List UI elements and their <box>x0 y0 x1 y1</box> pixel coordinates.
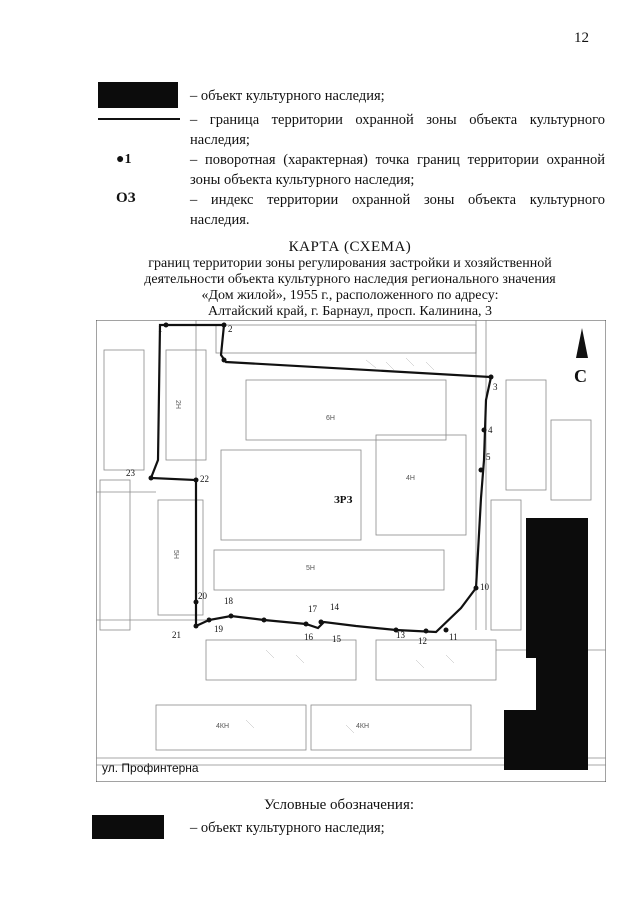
point-label: 3 <box>493 382 498 392</box>
building-label: 5Н <box>172 550 179 559</box>
legend-item-boundary: – граница территории охранной зоны объек… <box>90 110 610 150</box>
map-canvas: 1 2 3 4 5 10 11 12 13 14 15 16 17 18 19 … <box>96 320 606 782</box>
building-label: 4КН <box>216 723 229 730</box>
map-subtitle-line: «Дом жилой», 1955 г., расположенного по … <box>201 288 499 303</box>
legend-item-heritage: – объект культурного наследия; <box>90 80 610 120</box>
point-label: 12 <box>418 636 427 646</box>
point-label: 4 <box>488 425 493 435</box>
point-label: 20 <box>198 591 208 601</box>
point-label: 18 <box>224 596 234 606</box>
legend-bottom-item: – объект культурного наследия; <box>90 815 610 845</box>
map-scheme: 1 2 3 4 5 10 11 12 13 14 15 16 17 18 19 … <box>96 320 606 782</box>
point-label: 13 <box>396 630 406 640</box>
turning-point-icon: ●1 <box>116 152 132 167</box>
building-label: 5Н <box>306 565 315 572</box>
turning-points <box>148 322 494 634</box>
point-label: 23 <box>126 468 136 478</box>
heritage-object-block <box>536 518 588 770</box>
building-label: 4КН <box>356 723 369 730</box>
legend-text: – индекс территории охранной зоны объект… <box>190 192 605 228</box>
building-label: 6Н <box>326 415 335 422</box>
north-arrow-icon <box>576 328 588 358</box>
point-label: 11 <box>449 632 458 642</box>
north-label: С <box>574 366 587 386</box>
legend-item-point: ●1 – поворотная (характерная) точка гран… <box>90 150 610 190</box>
heritage-symbol-icon <box>92 815 164 839</box>
point-label: 10 <box>480 582 490 592</box>
legend-text: – поворотная (характерная) точка границ … <box>190 152 605 188</box>
legend-item-index: ОЗ – индекс территории охранной зоны объ… <box>90 190 610 230</box>
base-topography <box>96 320 606 766</box>
point-label: 2 <box>228 324 233 334</box>
point-label: 1 <box>158 324 163 334</box>
point-label: 15 <box>332 634 342 644</box>
zone-index-label: ЗРЗ <box>334 494 353 506</box>
legend-text: – объект культурного наследия; <box>190 88 385 104</box>
point-label: 14 <box>330 602 340 612</box>
point-label: 16 <box>304 632 314 642</box>
zone-index-icon: ОЗ <box>116 190 136 206</box>
legend-bottom-title: Условные обозначения: <box>264 797 415 813</box>
heritage-object-block <box>526 518 544 658</box>
legend-text: – граница территории охранной зоны объек… <box>190 112 605 148</box>
legend-text: – объект культурного наследия; <box>190 820 385 836</box>
point-label: 5 <box>486 452 491 462</box>
map-subtitle-line: деятельности объекта культурного наследи… <box>144 272 556 287</box>
map-title: КАРТА (СХЕМА) <box>288 239 412 255</box>
map-title-block: КАРТА (СХЕМА) границ территории зоны рег… <box>100 238 600 320</box>
point-label: 22 <box>200 474 209 484</box>
street-label: ул. Профинтерна <box>102 761 199 775</box>
heritage-symbol-icon <box>98 82 178 108</box>
point-label: 21 <box>172 630 181 640</box>
map-subtitle-line: Алтайский край, г. Барнаул, просп. Калин… <box>207 304 493 319</box>
heritage-object-block <box>504 710 544 770</box>
building-label: 2Н <box>174 400 181 409</box>
building-label: 4Н <box>406 475 415 482</box>
page-number: 12 <box>574 30 589 46</box>
vegetation-marks <box>245 357 455 734</box>
point-label: 19 <box>214 624 224 634</box>
boundary-line-icon <box>98 118 180 120</box>
point-label: 17 <box>308 604 318 614</box>
map-subtitle-line: границ территории зоны регулирования зас… <box>148 256 552 271</box>
